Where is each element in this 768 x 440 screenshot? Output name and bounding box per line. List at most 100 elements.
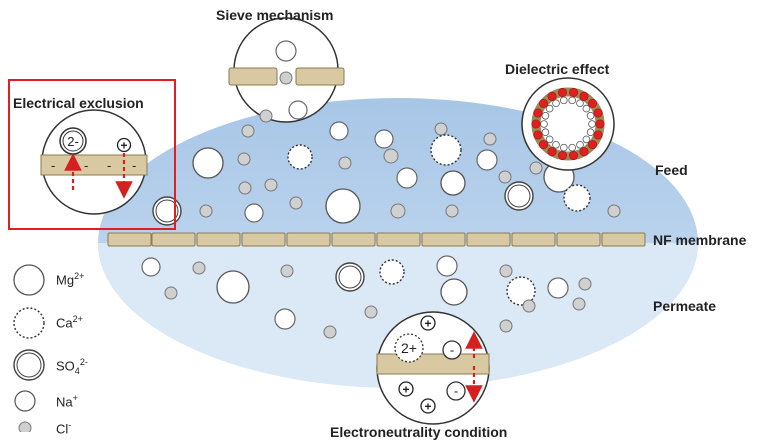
legend-ion-name: Na [56,394,73,410]
dipole-white [552,140,560,149]
membrane-segment [241,232,286,247]
ion-ca [379,259,405,285]
ion-cl [338,156,352,170]
legend-ca-symbol [13,307,45,339]
ion-cl [323,325,337,339]
ion-cl [383,148,399,164]
legend-ion-charge: 2+ [74,271,85,281]
ion-so4-inner [338,265,362,289]
membrane-segment [421,232,466,247]
ion-mg [440,170,466,196]
legend-na-label: Na+ [56,393,78,409]
ion-na [275,40,297,62]
dipole-red [538,140,548,150]
plus-ion [420,398,436,414]
permeate-label: Permeate [653,298,717,314]
legend-cl-symbol [18,421,32,432]
dipole-red [547,91,557,101]
dipole-white [541,111,550,120]
ion-cl [279,71,293,85]
dipole-red [588,140,598,150]
ion-mg [325,188,361,224]
ions-group [141,121,621,339]
minus-sign: - [454,384,458,399]
ion-so4-inner [507,184,531,208]
dipole-red [531,119,541,129]
ion-cl [259,109,273,123]
dipole-red [547,147,557,157]
ion-cl [164,286,178,300]
legend-ca-label: Ca2+ [56,314,83,330]
ion-na [547,277,569,299]
ion-na [288,100,308,120]
dipole-red [557,151,567,161]
dipole-red [569,87,579,97]
permeate-region [98,243,698,388]
ion-mg [216,270,250,304]
dipole-white [582,104,591,113]
ion-na [329,121,349,141]
dielectric-effect-title: Dielectric effect [505,61,610,77]
ion-na [244,203,264,223]
legend-ion-charge: - [68,420,72,430]
minus-sign: - [450,343,454,358]
ion-cl [289,196,303,210]
membrane-charge: - [107,158,111,173]
ion-so4 [152,196,182,226]
plus-ion [398,381,414,397]
dipole-white [541,128,550,137]
membrane-charge: - [84,158,88,173]
legend-so4-label: SO42- [56,357,88,376]
legend-mg-label: Mg2+ [56,271,84,287]
legend-symbols [13,264,45,432]
membrane-segment [601,232,646,247]
dipole-white [568,96,576,105]
minus-ion [446,381,466,401]
ion-na [476,149,498,171]
legend-ion-name: Mg [56,272,75,288]
ion-cl [241,124,255,138]
dipole-white [582,135,591,144]
ion-cl [529,161,543,175]
electrical-exclusion-frame [8,79,176,230]
dipole-red [579,91,589,101]
plus-sign: + [424,317,431,331]
plus-sign: + [424,400,431,414]
ion-cl [238,181,252,195]
dipole-white [568,143,576,152]
ion-cl [237,152,251,166]
plus-sign: + [402,383,409,397]
dipole-white [545,135,554,144]
legend-ion-charge: 2- [79,357,88,367]
dipole-red [579,147,589,157]
ion-cl [572,297,586,311]
dipole-white [576,140,584,149]
ion-ca [563,184,591,212]
feed-label: Feed [655,162,688,178]
ion-so4 [504,181,534,211]
dipole-white [540,120,548,128]
ion-ca [287,144,313,170]
membrane-segment [466,232,511,247]
anion-charge-label: 2- [67,134,79,149]
ion-cl [434,122,448,136]
ion-so4-inner [155,199,179,223]
ion-mg [192,147,224,179]
dipole-red [569,151,579,161]
plus-ion [116,137,132,153]
legend-ion-charge: + [72,393,78,403]
membrane-segment [376,232,421,247]
minus-ion [442,340,462,360]
legend-cl-label: Cl- [56,420,71,436]
ion-na [396,167,418,189]
plus-ion [420,315,436,331]
dipole-white [552,99,560,108]
ion-na [274,308,296,330]
membrane-segment [286,232,331,247]
ion-cl [199,204,213,218]
ion-cl [264,178,278,192]
dipole-white [588,120,596,128]
legend-mg-symbol [13,264,45,296]
dipole-white [560,143,568,152]
ion-ca [506,276,536,306]
